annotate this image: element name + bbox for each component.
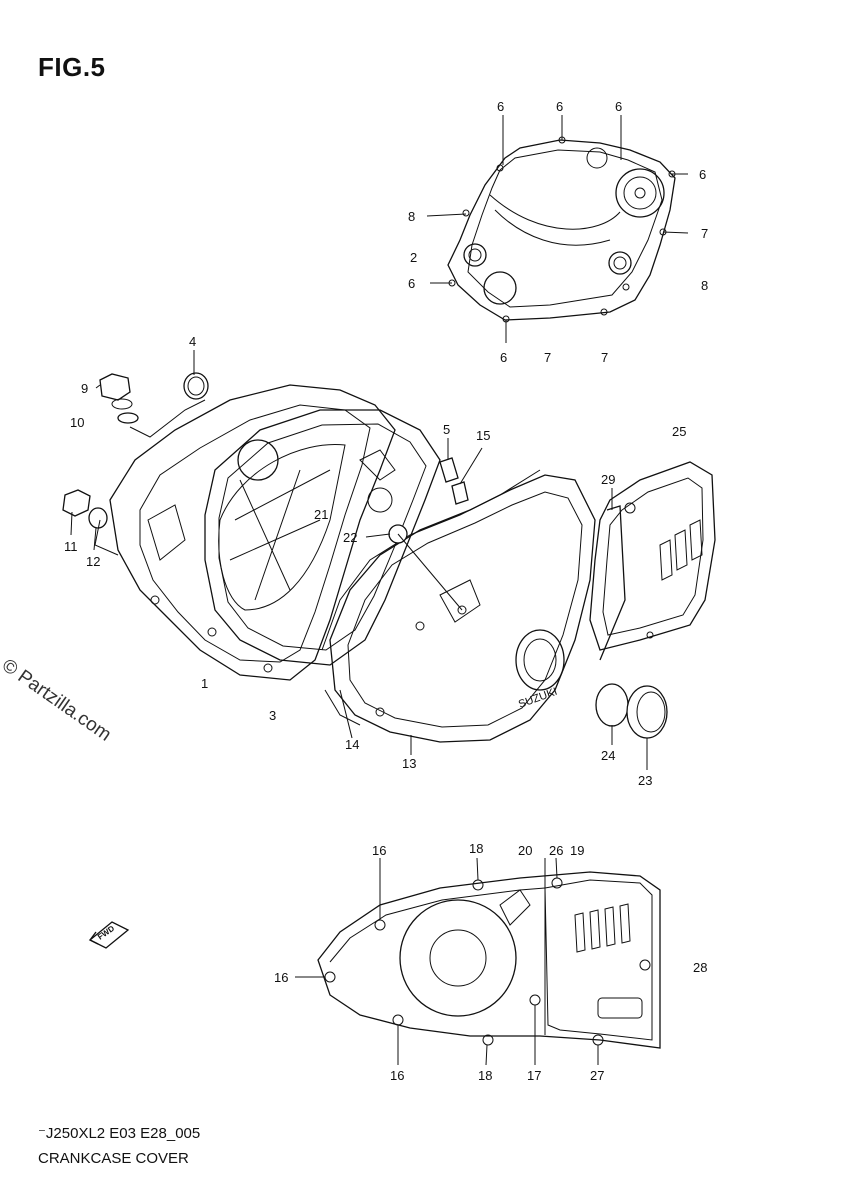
oil-filler-cap-part-9[interactable] — [99, 373, 133, 410]
callout-10[interactable]: 10 — [70, 415, 84, 430]
figure-title: FIG.5 — [38, 52, 106, 82]
callout-26[interactable]: 26 — [549, 843, 563, 858]
callout-19[interactable]: 19 — [570, 843, 584, 858]
callout-6-top-right[interactable]: 6 — [615, 99, 622, 114]
plug-cap-part-23[interactable] — [626, 685, 668, 739]
callout-labels: 6 6 6 6 8 7 2 6 8 6 7 7 4 9 10 5 15 25 2… — [64, 99, 708, 1083]
diagram-model-code: ⁻J250XL2 E03 E28_005 — [38, 1125, 201, 1142]
gasket-part-12[interactable] — [88, 507, 108, 529]
callout-4[interactable]: 4 — [189, 334, 196, 349]
callout-24[interactable]: 24 — [601, 748, 615, 763]
callout-16-top[interactable]: 16 — [372, 843, 386, 858]
callout-13[interactable]: 13 — [402, 756, 416, 771]
dowel-pin-part-5[interactable] — [439, 457, 459, 483]
o-ring-part-4[interactable] — [183, 372, 209, 400]
o-ring-part-10[interactable] — [117, 412, 139, 424]
callout-2[interactable]: 2 — [410, 250, 417, 265]
drain-plug-part-11[interactable] — [62, 489, 91, 517]
clutch-cover-part-2[interactable] — [447, 136, 676, 323]
generator-cover-part-13[interactable]: SUZUKI — [329, 474, 596, 743]
callout-6-left[interactable]: 6 — [408, 276, 415, 291]
callout-28[interactable]: 28 — [693, 960, 707, 975]
callout-27[interactable]: 27 — [590, 1068, 604, 1083]
callout-25[interactable]: 25 — [672, 424, 686, 439]
callout-11[interactable]: 11 — [64, 539, 78, 554]
callout-20[interactable]: 20 — [518, 843, 532, 858]
callout-7-right[interactable]: 7 — [701, 226, 708, 241]
diagram-section-name: CRANKCASE COVER — [38, 1150, 189, 1167]
callout-6-top-mid[interactable]: 6 — [556, 99, 563, 114]
callout-14[interactable]: 14 — [345, 737, 359, 752]
callout-9[interactable]: 9 — [81, 381, 88, 396]
callout-18-top[interactable]: 18 — [469, 841, 483, 856]
callout-16-left[interactable]: 16 — [274, 970, 288, 985]
callout-23[interactable]: 23 — [638, 773, 652, 788]
gasket-part-3[interactable] — [204, 409, 441, 666]
callout-1[interactable]: 1 — [201, 676, 208, 691]
callout-5[interactable]: 5 — [443, 422, 450, 437]
callout-17[interactable]: 17 — [527, 1068, 541, 1083]
callout-7-bottom-left[interactable]: 7 — [544, 350, 551, 365]
o-ring-part-24[interactable] — [595, 683, 629, 727]
fwd-direction-badge: FWD — [88, 921, 130, 949]
callout-8-right[interactable]: 8 — [701, 278, 708, 293]
callout-6-bottom[interactable]: 6 — [500, 350, 507, 365]
sprocket-cover-part-25[interactable] — [589, 461, 716, 651]
callout-8-left[interactable]: 8 — [408, 209, 415, 224]
callout-12[interactable]: 12 — [86, 554, 100, 569]
generator-gasket-part-14[interactable] — [321, 469, 541, 726]
callout-6-right[interactable]: 6 — [699, 167, 706, 182]
bolt-part-29[interactable] — [599, 505, 626, 661]
callout-leader-lines — [70, 115, 689, 1066]
callout-7-bottom-right[interactable]: 7 — [601, 350, 608, 365]
callout-29[interactable]: 29 — [601, 472, 615, 487]
callout-3[interactable]: 3 — [269, 708, 276, 723]
callout-22[interactable]: 22 — [343, 530, 357, 545]
callout-15[interactable]: 15 — [476, 428, 490, 443]
dowel-pin-part-15[interactable] — [451, 481, 469, 505]
callout-6-top-left[interactable]: 6 — [497, 99, 504, 114]
outer-cover-assembly-part-28[interactable] — [317, 871, 661, 1049]
callout-18-bottom[interactable]: 18 — [478, 1068, 492, 1083]
callout-21[interactable]: 21 — [314, 507, 328, 522]
callout-16-bottom[interactable]: 16 — [390, 1068, 404, 1083]
